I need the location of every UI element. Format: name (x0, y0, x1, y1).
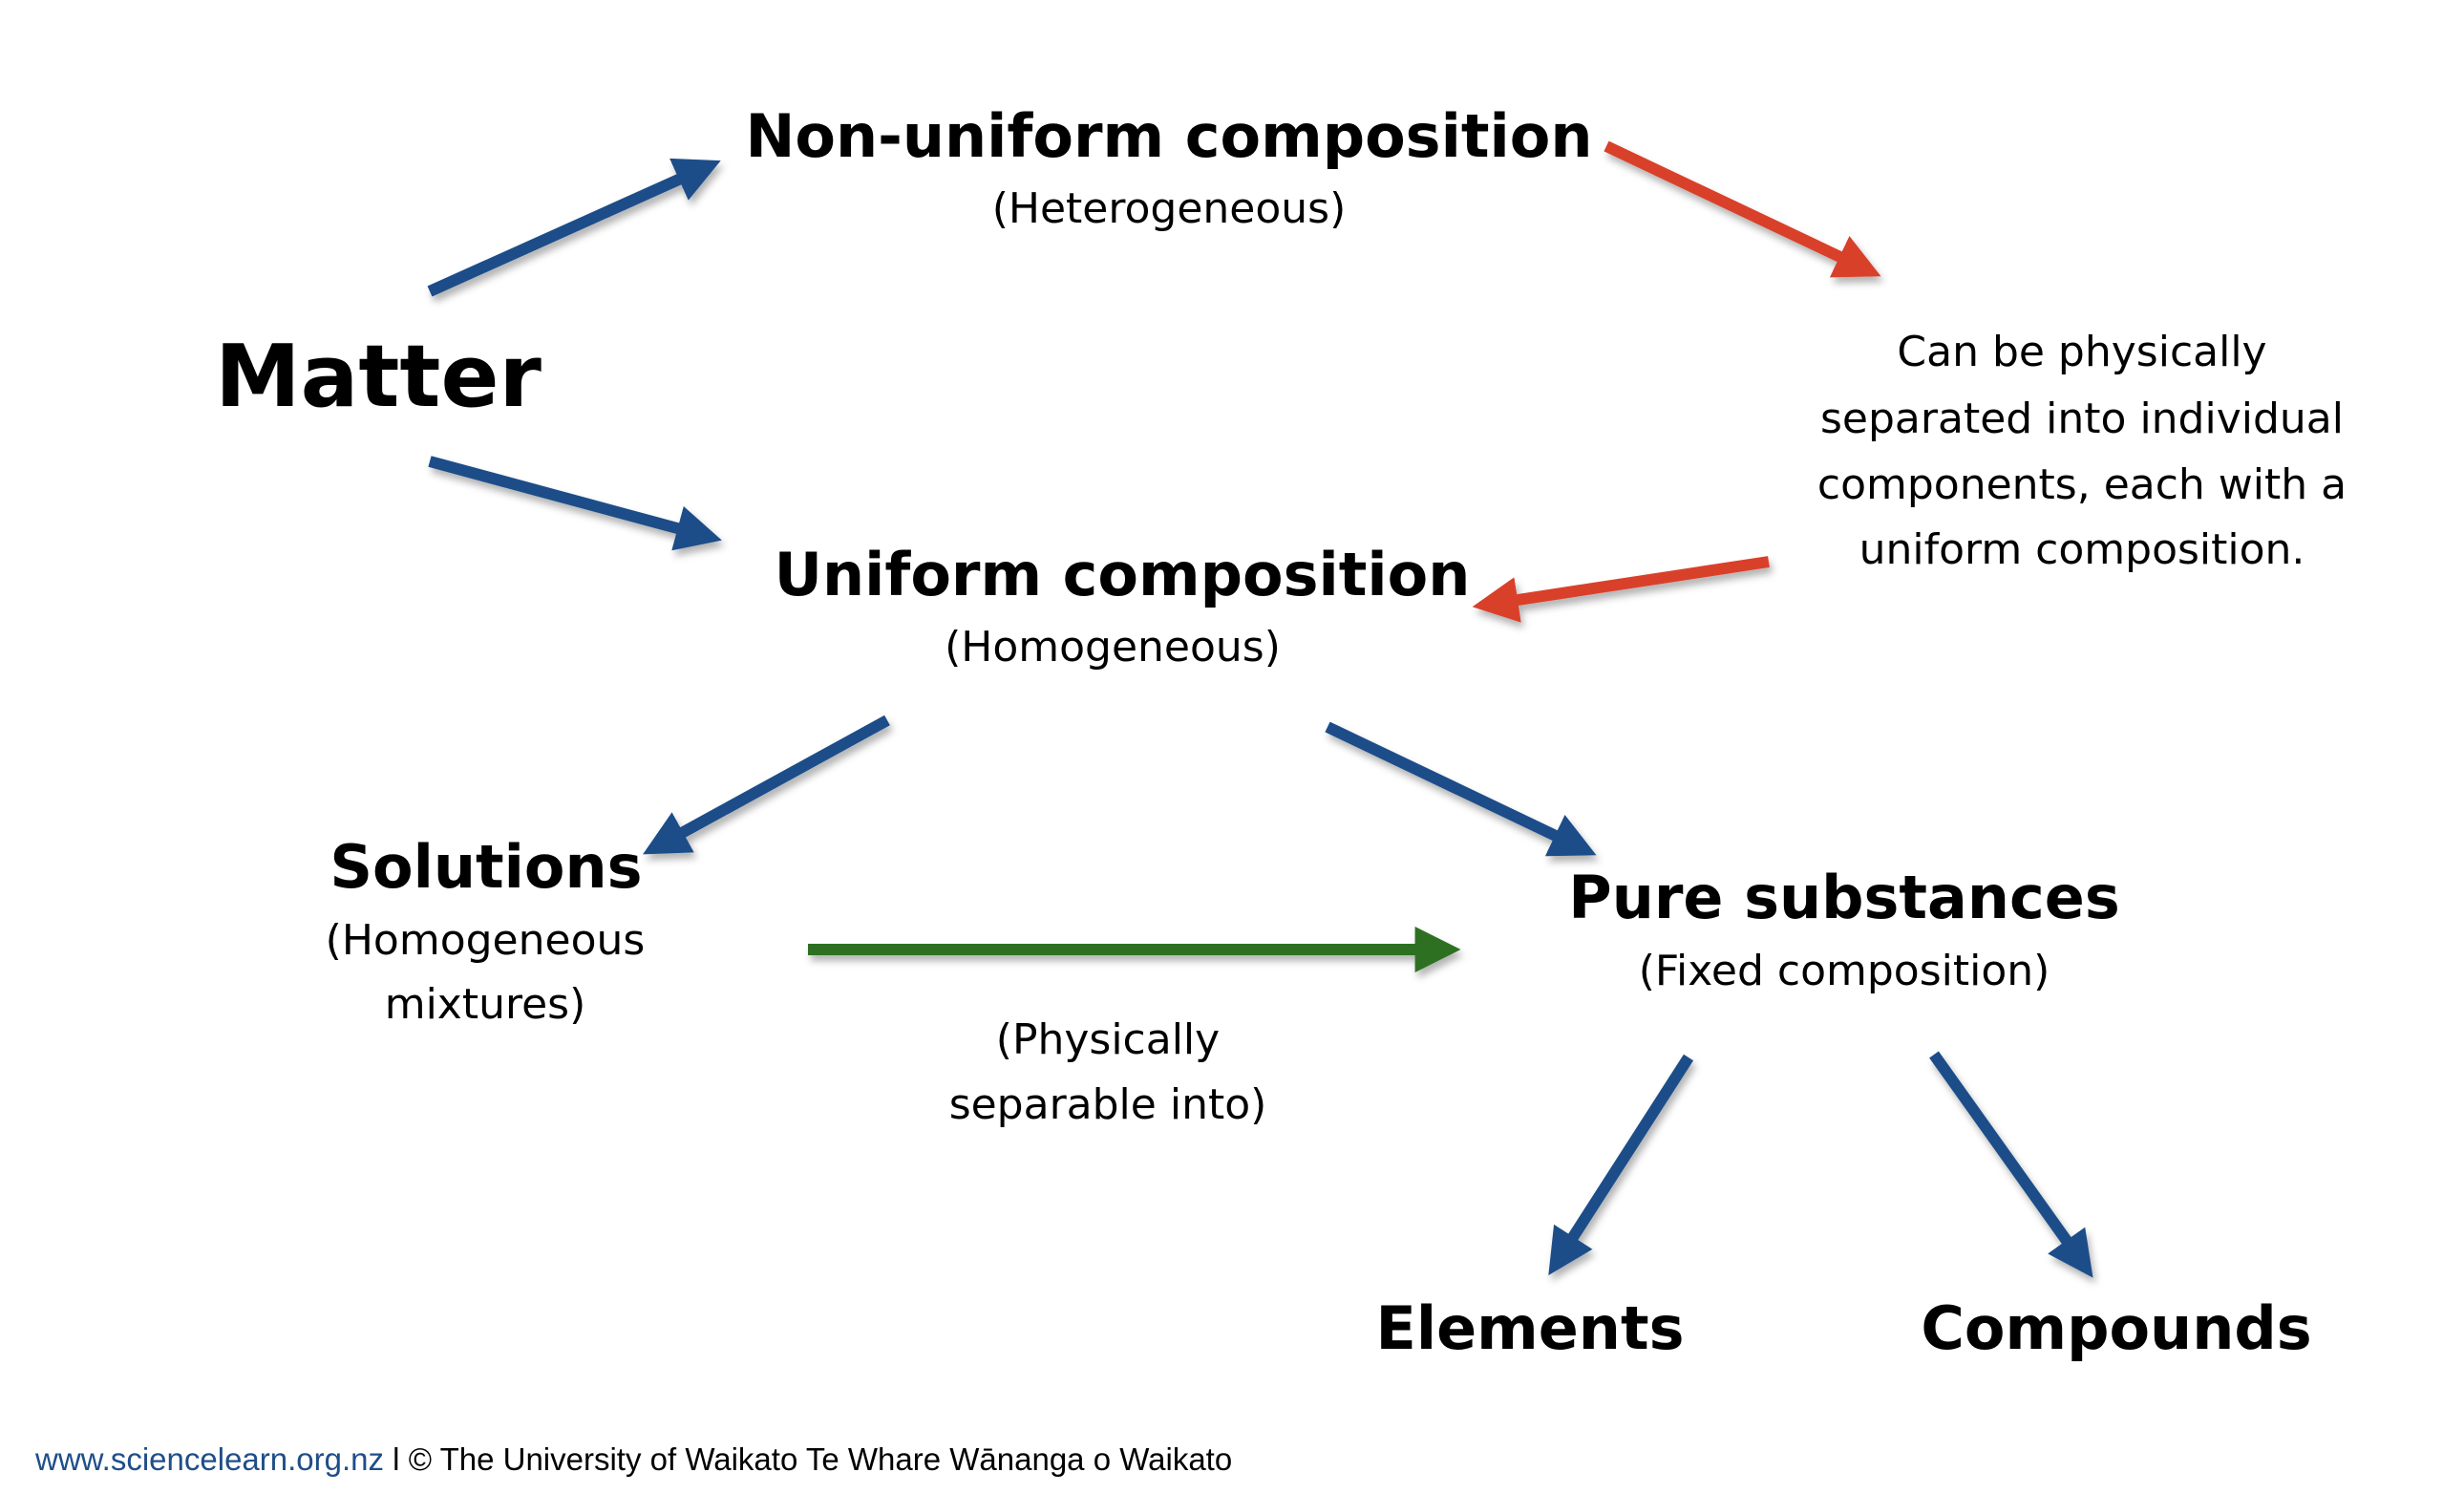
separation-note-line: Can be physically (1897, 328, 2266, 376)
elements-title: Elements (1376, 1293, 1685, 1363)
arrow-uniform-to-solutions (643, 715, 890, 855)
uniform-subtitle: (Homogeneous) (945, 623, 1281, 672)
separation-note-line: components, each with a (1817, 460, 2347, 509)
uniform-title: Uniform composition (775, 540, 1471, 609)
non-uniform-subtitle: (Heterogeneous) (992, 184, 1347, 233)
solutions-subtitle-line: (Homogeneous (326, 916, 646, 965)
footer-credit: © The University of Waikato Te Whare Wān… (409, 1441, 1233, 1477)
pure-substances-title: Pure substances (1568, 863, 2119, 932)
physically-separable-line: separable into) (949, 1080, 1267, 1129)
non-uniform-title: Non-uniform composition (746, 101, 1593, 171)
solutions-title: Solutions (329, 832, 642, 902)
footer-link[interactable]: www.sciencelearn.org.nz (34, 1441, 384, 1477)
compounds-title: Compounds (1921, 1293, 2311, 1363)
physically-separable-line: (Physically (996, 1015, 1220, 1064)
arrow-uniform-to-pure (1325, 721, 1597, 857)
solutions-subtitle-line: mixtures) (385, 980, 586, 1029)
arrow-pure-to-elements (1548, 1054, 1694, 1276)
separation-note-line: separated into individual (1820, 395, 2344, 443)
arrow-non-uniform-to-note (1604, 140, 1881, 278)
arrow-matter-to-uniform (428, 456, 722, 551)
pure-substances-subtitle: (Fixed composition) (1639, 947, 2050, 995)
footer-separator: l (393, 1441, 399, 1477)
footer: www.sciencelearn.org.nz l © The Universi… (34, 1441, 1232, 1477)
separation-note-line: uniform composition. (1859, 525, 2305, 574)
arrow-note-to-uniform (1472, 556, 1770, 623)
arrow-pure-to-compounds (1929, 1051, 2093, 1278)
matter-title: Matter (215, 327, 542, 427)
arrow-matter-to-non-uniform (427, 158, 721, 297)
